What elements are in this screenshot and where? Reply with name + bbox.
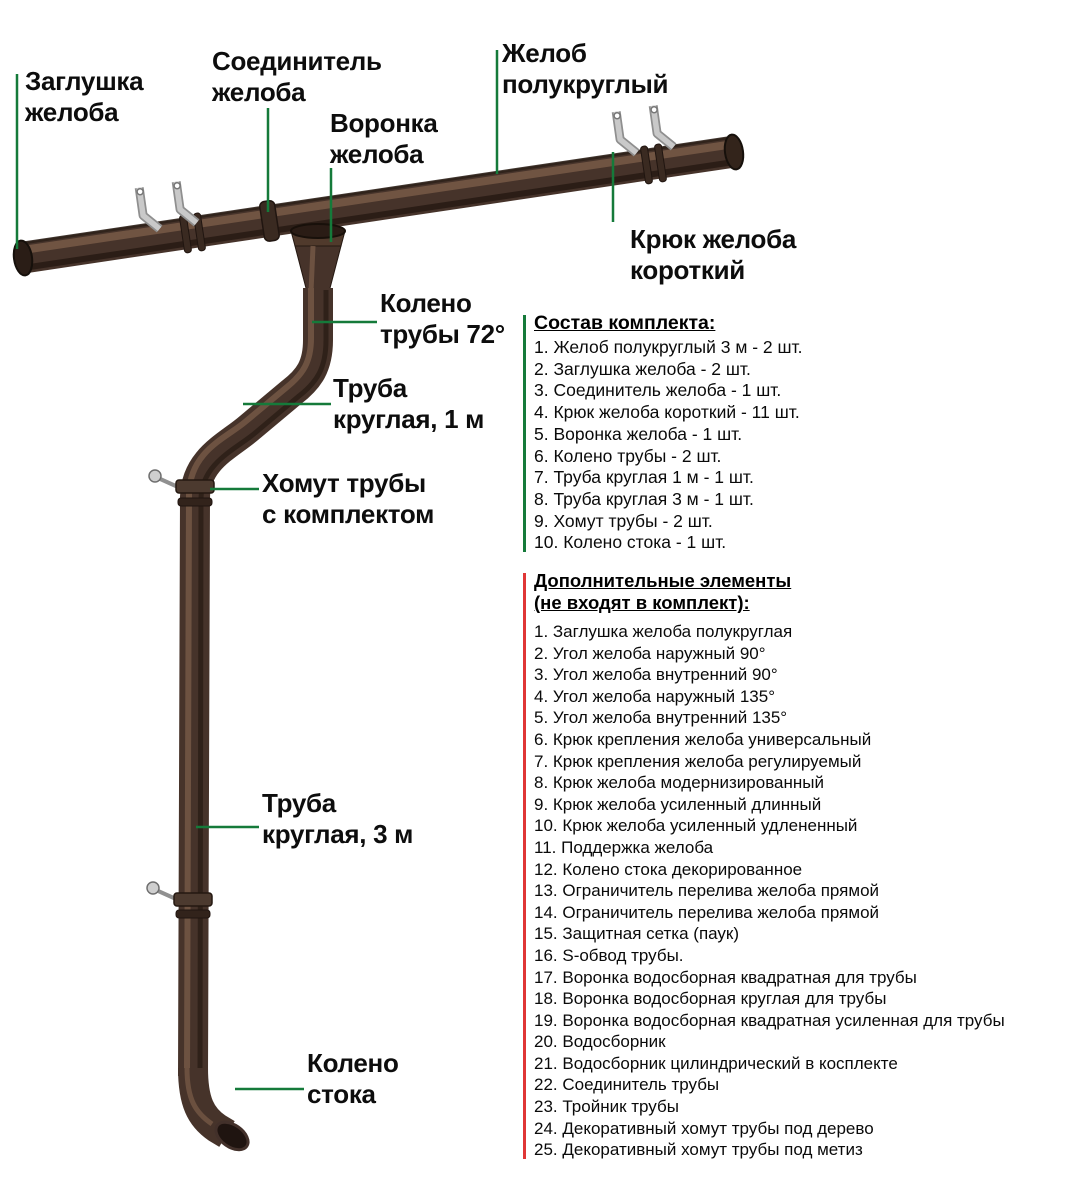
additional-item: 11. Поддержка желоба — [534, 837, 714, 857]
bracket-hole — [650, 105, 658, 114]
additional-title-line1: Дополнительные элементы — [534, 570, 792, 591]
gutter-connector-part — [259, 199, 280, 242]
additional-item: 16. S-обвод трубы. — [534, 945, 684, 965]
additional-item: 13. Ограничитель перелива желоба прямой — [534, 881, 880, 901]
kit-item: 6. Колено трубы - 2 шт. — [534, 445, 722, 466]
kit-accent-bar — [523, 315, 526, 553]
gutter-end-cap-right-part — [723, 133, 745, 171]
additional-item: 15. Защитная сетка (паук) — [534, 924, 740, 944]
gutter-funnel-part — [290, 223, 346, 293]
bracket-hole — [613, 111, 621, 120]
gutter-hook-bracket — [134, 187, 163, 233]
additional-elements-panel: Дополнительные элементы (не входят в ком… — [523, 570, 1068, 1161]
pipe-joint-ring — [175, 909, 211, 919]
gutter-hook-bracket — [648, 105, 677, 151]
label-pipe-elbow-72: Колено трубы 72° — [380, 288, 505, 349]
clamp-screw — [148, 469, 162, 483]
label-round-pipe-3m: Труба круглая, 3 м — [262, 788, 414, 849]
kit-item: 1. Желоб полукруглый 3 м - 2 шт. — [534, 337, 803, 357]
label-drain-elbow: Колено стока — [307, 1048, 399, 1109]
additional-item: 4. Угол желоба наружный 135° — [534, 686, 775, 706]
label-pipe-clamp: Хомут трубы с комплектом — [262, 468, 435, 529]
additional-item: 23. Тройник трубы — [534, 1097, 679, 1117]
kit-contents-panel: Состав комплекта: 1. Желоб полукруглый 3… — [523, 312, 1063, 554]
label-gutter-funnel: Воронка желоба — [330, 108, 438, 169]
label-round-pipe-1m: Труба круглая, 1 м — [333, 373, 485, 434]
additional-item: 17. Воронка водосборная квадратная для т… — [534, 967, 917, 987]
kit-items-list: 1. Желоб полукруглый 3 м - 2 шт.2. Заглу… — [534, 337, 1063, 554]
additional-item: 6. Крюк крепления желоба универсальный — [534, 729, 872, 749]
additional-item: 5. Угол желоба внутренний 135° — [534, 708, 788, 728]
kit-title: Состав комплекта: — [534, 312, 716, 334]
additional-item: 19. Воронка водосборная квадратная усиле… — [534, 1010, 1005, 1030]
additional-item: 25. Декоративный хомут трубы под метиз — [534, 1140, 863, 1160]
gutter-half-round — [12, 133, 745, 277]
additional-item: 7. Крюк крепления желоба регулируемый — [534, 751, 862, 771]
bracket-hole — [173, 181, 181, 190]
label-short-gutter-hook: Крюк желоба короткий — [630, 224, 797, 285]
gutter-hook-bracket — [171, 181, 200, 227]
clamp-screw — [146, 881, 160, 895]
gutter-hook-bracket — [611, 111, 640, 157]
additional-item: 20. Водосборник — [534, 1032, 666, 1052]
downpipe — [175, 288, 333, 1077]
additional-item: 2. Угол желоба наружный 90° — [534, 643, 766, 663]
additional-item: 8. Крюк желоба модернизированный — [534, 773, 824, 793]
pipe-joint-ring — [177, 497, 213, 507]
additional-title-line2: (не входят в комплект): — [534, 592, 750, 613]
kit-item: 2. Заглушка желоба - 2 шт. — [534, 358, 751, 379]
additional-accent-bar — [523, 573, 526, 1159]
leader-lines — [15, 50, 615, 1091]
additional-item: 24. Декоративный хомут трубы под дерево — [534, 1118, 874, 1138]
kit-item: 8. Труба круглая 3 м - 1 шт. — [534, 488, 754, 509]
gutter-end-cap-left-part — [12, 239, 34, 277]
label-gutter-end-cap: Заглушка желоба — [25, 66, 144, 127]
kit-item: 4. Крюк желоба короткий - 11 шт. — [534, 402, 800, 423]
additional-items-list: 1. Заглушка желоба полукруглая 2. Угол же… — [534, 621, 1068, 1161]
additional-item: 22. Соединитель трубы — [534, 1075, 720, 1095]
kit-item: 10. Колено стока - 1 шт. — [534, 532, 727, 553]
drain-elbow-part — [178, 1067, 250, 1152]
kit-item: 7. Труба круглая 1 м - 1 шт. — [534, 467, 754, 488]
additional-item: 14. Ограничитель перелива желоба прямой — [534, 902, 880, 922]
additional-item: 21. Водосборник цилиндрический в косплек… — [534, 1053, 898, 1073]
label-half-round-gutter: Желоб полукруглый — [502, 38, 669, 99]
additional-item: 3. Угол желоба внутренний 90° — [534, 665, 778, 685]
additional-item: 12. Колено стока декорированное — [534, 859, 803, 879]
label-gutter-connector: Соединитель желоба — [212, 46, 382, 107]
kit-item: 9. Хомут трубы - 2 шт. — [534, 510, 713, 531]
bracket-hole — [136, 187, 144, 196]
kit-item: 5. Воронка желоба - 1 шт. — [534, 423, 743, 444]
additional-item: 1. Заглушка желоба полукруглая — [534, 622, 793, 641]
additional-item: 18. Воронка водосборная круглая для труб… — [534, 989, 887, 1009]
gutter-joint-ring — [654, 143, 667, 183]
pipe-clamp-upper — [148, 469, 215, 494]
kit-item: 3. Соединитель желоба - 1 шт. — [534, 380, 782, 401]
drain-outlet-opening — [214, 1120, 250, 1152]
additional-item: 9. Крюк желоба усиленный длинный — [534, 794, 822, 814]
additional-item: 10. Крюк желоба усиленный удлененный — [534, 816, 858, 836]
pipe-clamp-lower — [146, 881, 213, 907]
gutter-joint-ring — [640, 145, 653, 185]
